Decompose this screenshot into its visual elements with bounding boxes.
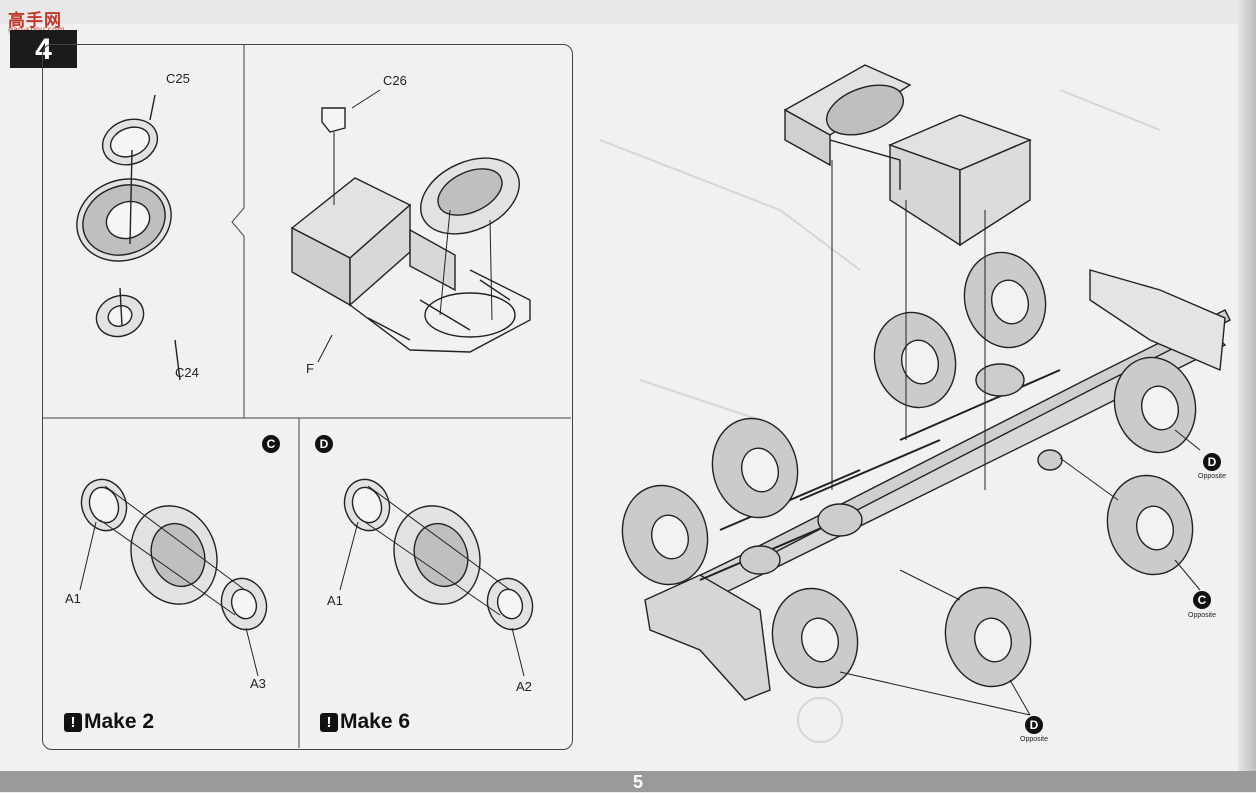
left-panel-frame — [42, 44, 573, 750]
callout-badge-d-lower: D — [1025, 716, 1043, 734]
badge-d: D — [315, 435, 333, 453]
truck-chassis — [621, 64, 1231, 716]
bleed-through — [599, 89, 1161, 743]
make-count-6: !Make 6 — [320, 710, 410, 734]
exploded-tire — [76, 94, 181, 381]
part-label-a1: A1 — [65, 591, 81, 606]
top-margin — [0, 0, 1256, 24]
make-count-2: !Make 2 — [64, 710, 154, 734]
make-text: Make 6 — [340, 710, 411, 733]
exclamation-icon: ! — [320, 712, 338, 732]
panel-dividers — [42, 44, 571, 748]
part-label-a2: A2 — [516, 679, 532, 694]
part-label-f: F — [306, 361, 314, 376]
watermark-title: 高手网 — [8, 11, 62, 31]
callout-badge-c: C — [1193, 591, 1211, 609]
chassis-box — [290, 89, 531, 363]
part-label-a1: A1 — [327, 593, 343, 608]
page-edge-shadow — [1238, 0, 1256, 792]
watermark-subtitle: gao-shou.com — [8, 25, 65, 34]
callout-badge-d-upper: D — [1203, 453, 1221, 471]
exclamation-icon: ! — [64, 712, 82, 732]
callout-note-lower: Opposite — [1020, 736, 1049, 743]
make-text: Make 2 — [84, 710, 155, 733]
page-number: 5 — [632, 772, 643, 792]
part-label-a3: A3 — [250, 676, 266, 691]
callout-note-upper: Opposite — [1198, 473, 1227, 480]
part-label-c25: C25 — [166, 71, 190, 86]
bottom-bar — [0, 771, 1256, 792]
part-label-c24: C24 — [175, 365, 199, 380]
wheel-assembly-d — [339, 478, 534, 677]
part-label-c26: C26 — [383, 73, 407, 88]
badge-c: C — [262, 435, 280, 453]
callout-note-middle: Opposite — [1188, 612, 1217, 619]
wheel-assembly-c — [79, 478, 268, 677]
